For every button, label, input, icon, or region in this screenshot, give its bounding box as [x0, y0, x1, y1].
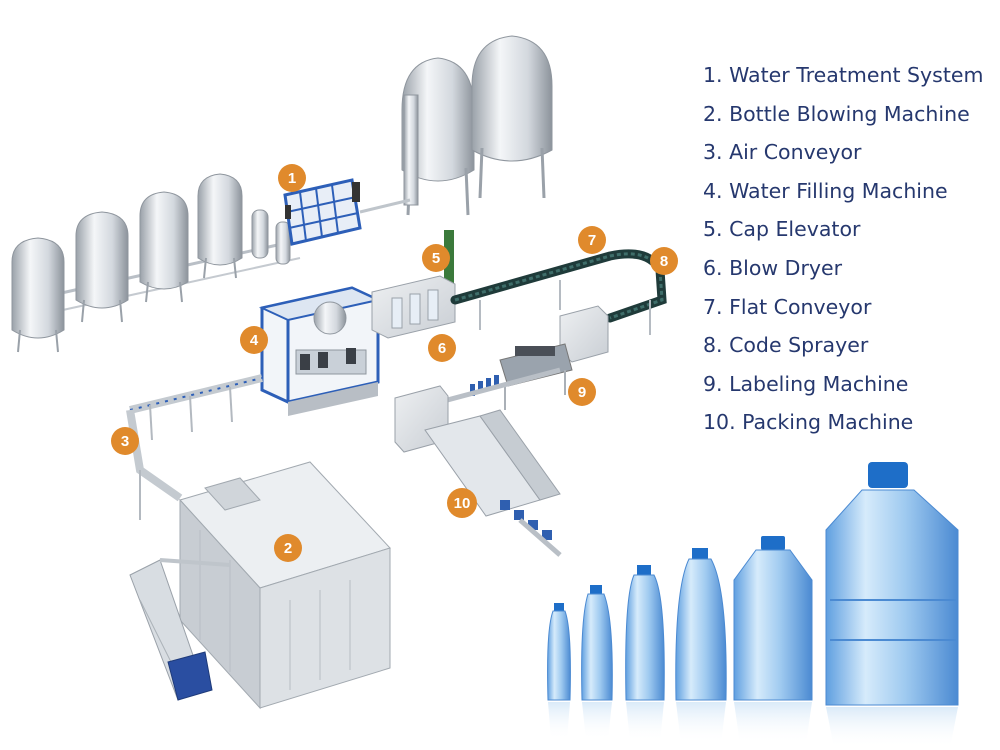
step-badge-8-label: 8: [660, 253, 668, 270]
bottle-small-1: [547, 603, 571, 740]
step-badge-2: 2: [274, 534, 302, 562]
step-badge-4: 4: [240, 326, 268, 354]
step-badge-5-label: 5: [432, 250, 440, 267]
legend-item-air-conveyor: 3. Air Conveyor: [703, 140, 862, 165]
step-badge-7-label: 7: [588, 232, 596, 249]
flat-conveyor: [450, 249, 667, 335]
bottle-blowing-machine: [179, 461, 391, 710]
step-badge-9-label: 9: [578, 384, 586, 401]
bottle-gallon: [825, 462, 959, 748]
tank-2: [75, 211, 129, 323]
step-badge-4-label: 4: [250, 332, 259, 349]
step-badge-2-label: 2: [284, 540, 292, 557]
water-filling-machine: [258, 286, 382, 416]
step-badge-1-label: 1: [288, 170, 296, 187]
legend-item-labeling-machine: 9. Labeling Machine: [703, 371, 909, 396]
step-badge-8: 8: [650, 247, 678, 275]
legend-item-code-sprayer: 8. Code Sprayer: [703, 333, 869, 358]
legend-item-water-treatment-system: 1. Water Treatment System: [703, 63, 984, 87]
legend-item-blow-dryer: 6. Blow Dryer: [703, 255, 843, 280]
legend-item-flat-conveyor: 7. Flat Conveyor: [703, 294, 872, 319]
step-badge-10-label: 10: [454, 495, 471, 512]
bottle-jug: [733, 536, 813, 744]
step-badge-10: 10: [447, 488, 477, 518]
preform-loader: [129, 558, 231, 701]
legend-list: 1. Water Treatment System 2. Bottle Blow…: [703, 60, 993, 446]
tank-1: [11, 237, 65, 353]
filter-column: [251, 209, 291, 265]
step-badge-5: 5: [422, 244, 450, 272]
cap-elevator-and-blow-dryer: [371, 230, 456, 339]
bottle-medium: [625, 565, 665, 742]
step-badge-3-label: 3: [121, 433, 129, 450]
large-tanks: [401, 35, 553, 216]
tank-4: [197, 173, 243, 279]
bottle-large: [675, 548, 727, 744]
packing-machine: [394, 385, 562, 557]
storage-tanks: [11, 173, 301, 353]
legend-item-water-filling-machine: 4. Water Filling Machine: [703, 178, 948, 203]
legend-item-cap-elevator: 5. Cap Elevator: [703, 217, 861, 242]
legend-item-bottle-blowing-machine: 2. Bottle Blowing Machine: [703, 101, 970, 126]
bottle-small-2: [581, 585, 613, 740]
step-badge-7: 7: [578, 226, 606, 254]
legend-item-packing-machine: 10. Packing Machine: [703, 410, 914, 435]
step-badge-6: 6: [428, 334, 456, 362]
step-badge-1: 1: [278, 164, 306, 192]
step-badge-6-label: 6: [438, 340, 446, 357]
step-badge-9: 9: [568, 378, 596, 406]
step-badge-3: 3: [111, 427, 139, 455]
tank-3: [139, 191, 189, 303]
water-bottles: [547, 462, 959, 748]
water-treatment-skid: [283, 178, 362, 246]
